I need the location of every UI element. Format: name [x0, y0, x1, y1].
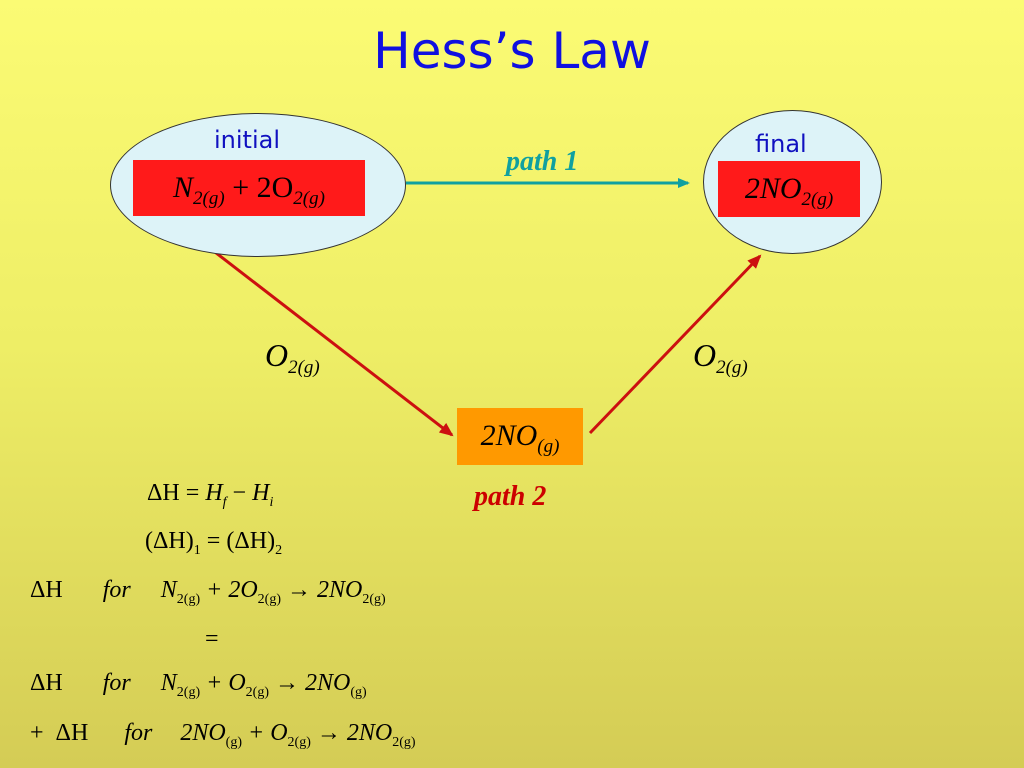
path2-arrow-down: [175, 220, 454, 437]
final-species-box: 2NO2(g): [718, 161, 860, 217]
final-no2: 2NO2(g): [744, 172, 834, 210]
final-label: final: [755, 130, 807, 158]
equation-path-equality: (ΔH)1 = (ΔH)2: [145, 528, 283, 558]
slide-title: Hess’s Law: [373, 22, 651, 80]
path2-arrow-up: [588, 254, 762, 435]
intermediate-species-box: 2NO(g): [457, 408, 583, 465]
initial-label: initial: [214, 126, 280, 154]
o2-label-left: O2(g): [265, 337, 320, 378]
equation-equals-sign: =: [205, 626, 219, 652]
initial-o2: + 2O2(g): [224, 171, 325, 209]
o2-label-right: O2(g): [693, 337, 748, 378]
equation-enthalpy-definition: ΔH = Hf − Hi: [147, 480, 274, 510]
initial-n2: N2(g): [173, 171, 225, 209]
path2-label: path 2: [474, 481, 547, 512]
path1-label: path 1: [506, 146, 579, 177]
initial-species-box: N2(g) + 2O2(g): [133, 160, 365, 216]
